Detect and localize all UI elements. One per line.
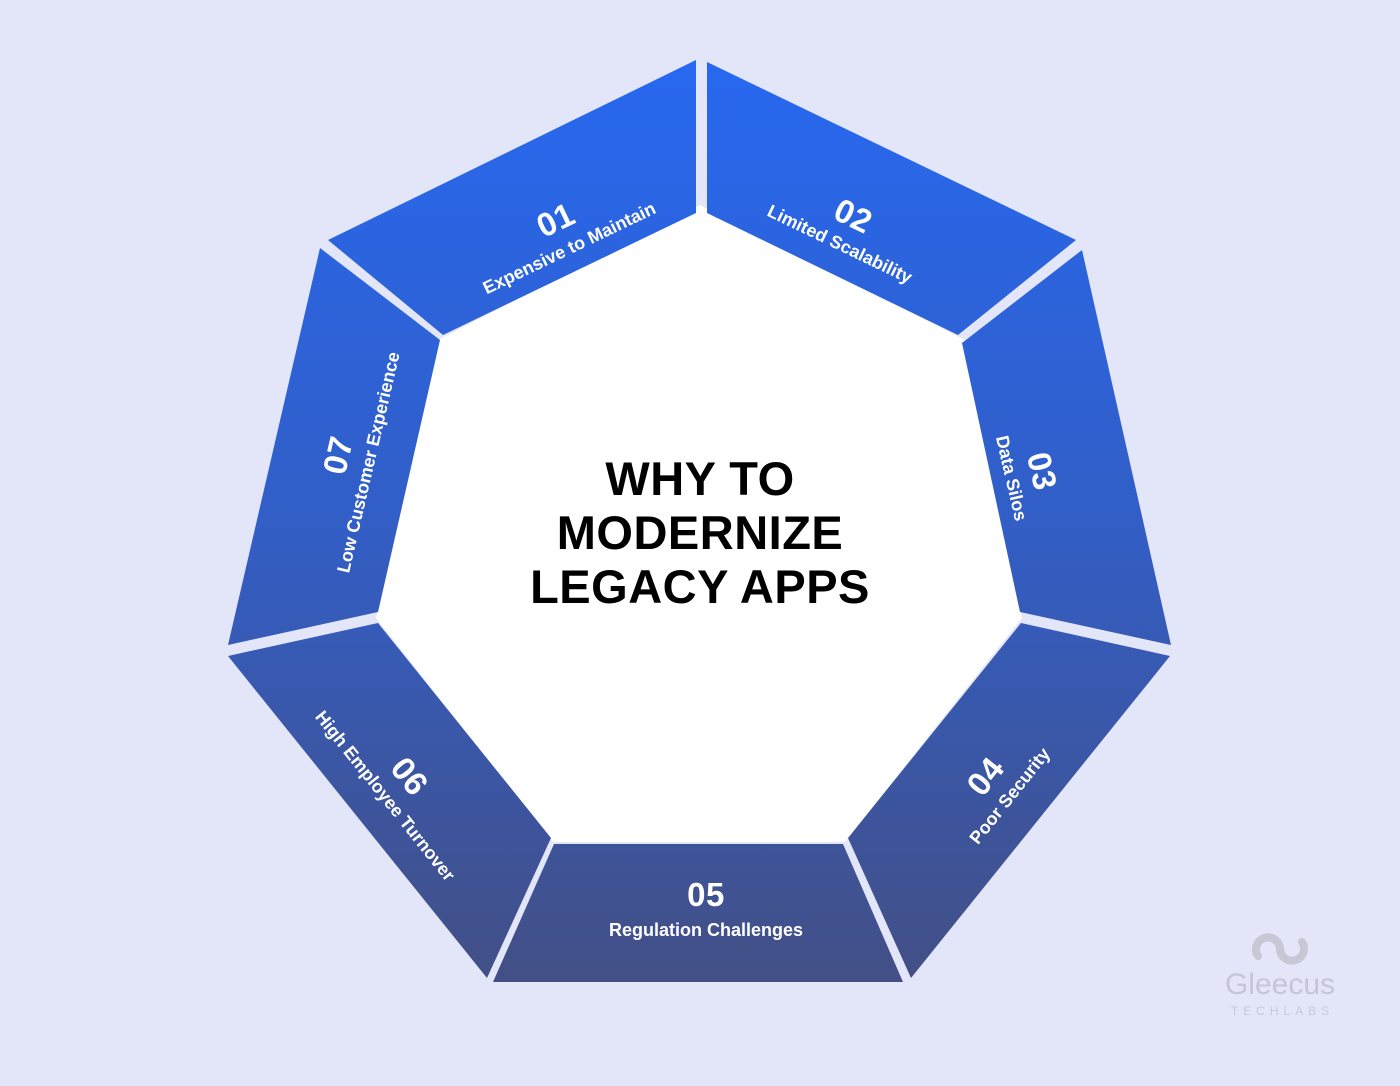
segment-05 bbox=[493, 844, 903, 982]
segment-01 bbox=[328, 60, 696, 335]
title-line-1: WHY TO bbox=[605, 452, 795, 505]
logo-mark-icon bbox=[1252, 933, 1308, 965]
gleecus-logo: Gleecus TECHLABS bbox=[1210, 932, 1350, 1018]
segment-07 bbox=[228, 248, 440, 645]
title-line-2: MODERNIZE bbox=[556, 506, 844, 559]
segment-03 bbox=[962, 250, 1171, 645]
logo-sub-text: TECHLABS bbox=[1230, 1004, 1335, 1018]
logo-brand-text: Gleecus bbox=[1224, 968, 1336, 1001]
segment-06 bbox=[228, 623, 551, 978]
title-line-3: LEGACY APPS bbox=[530, 560, 870, 613]
segment-04 bbox=[848, 623, 1170, 978]
segment-02 bbox=[707, 62, 1076, 335]
center-heptagon bbox=[376, 205, 1022, 842]
center-title: WHY TO MODERNIZE LEGACY APPS bbox=[450, 452, 950, 614]
